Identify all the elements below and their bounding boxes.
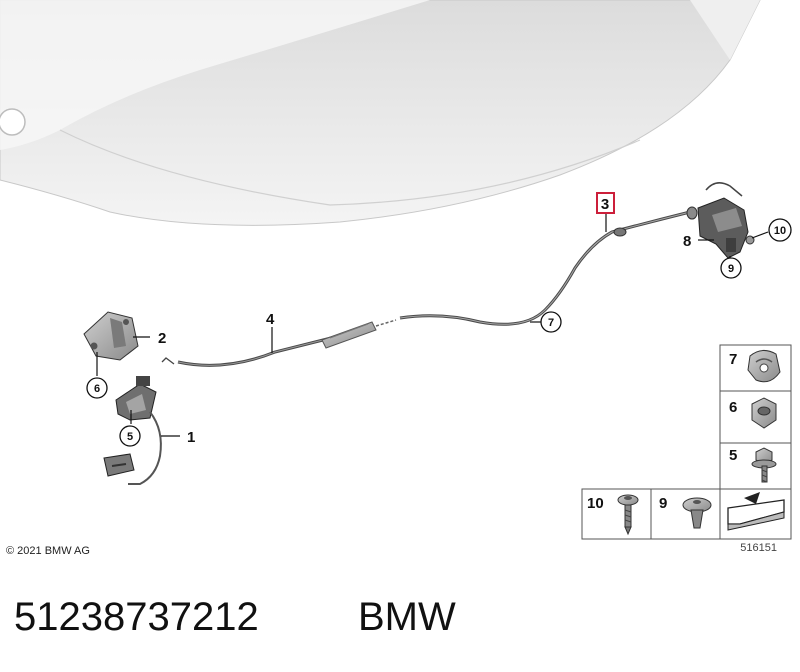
legend-cell-6: 6 xyxy=(729,397,777,429)
callout-6: 6 xyxy=(94,383,100,395)
brand-name: BMW xyxy=(358,595,456,639)
legend-grid: 7 6 5 10 xyxy=(581,344,792,540)
callout-9: 9 xyxy=(728,263,734,275)
legend-label-7: 7 xyxy=(729,351,737,368)
callout-10: 10 xyxy=(774,225,786,237)
legend-cell-9: 9 xyxy=(659,495,712,529)
callout-4: 4 xyxy=(266,311,275,328)
cable-connector xyxy=(321,319,397,349)
legend-label-5: 5 xyxy=(729,447,737,464)
callout-3: 3 xyxy=(601,196,609,213)
leader-lines xyxy=(96,214,769,437)
part-number: 51238737212 xyxy=(14,595,259,639)
legend-label-9: 9 xyxy=(659,495,667,512)
legend-label-10: 10 xyxy=(587,495,604,512)
legend-cell-7: 7 xyxy=(729,350,781,383)
callout-1: 1 xyxy=(187,429,195,446)
safety-catch-part xyxy=(103,376,162,485)
callout-7: 7 xyxy=(548,317,554,329)
hood-panel xyxy=(0,0,761,226)
callout-2: 2 xyxy=(158,330,166,347)
release-cable xyxy=(161,206,698,367)
legend-cell-10: 10 xyxy=(587,494,639,536)
callout-5: 5 xyxy=(127,431,133,443)
highlight-box xyxy=(596,192,615,214)
legend-label-6: 6 xyxy=(729,399,737,416)
hood-lock-part xyxy=(697,182,755,259)
bracket-part xyxy=(83,311,139,361)
drawing-number: 516151 xyxy=(740,542,777,554)
copyright-text: © 2021 BMW AG xyxy=(6,545,90,557)
legend-cell-5: 5 xyxy=(729,447,777,483)
callouts: 2 4 1 8 6 5 7 9 10 3 xyxy=(86,192,792,447)
legend-wedge-arrow-icon xyxy=(727,492,785,531)
callout-8: 8 xyxy=(683,233,691,250)
